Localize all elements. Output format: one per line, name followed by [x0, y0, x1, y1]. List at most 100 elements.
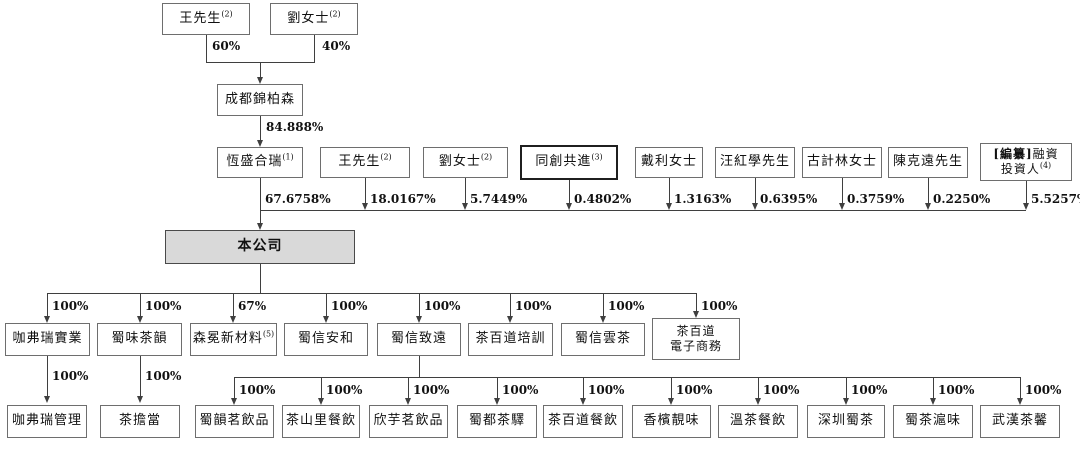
subsidiary-box-wencha-catering: 溫茶餐飲 [718, 405, 798, 438]
subsidiary-box-chadandang: 茶擔當 [100, 405, 180, 438]
connector-line [365, 178, 366, 203]
connector-arrow [256, 77, 263, 84]
ownership-pct: 67.6758% [265, 192, 331, 206]
subsidiary-box-shenzhen-shucha: 深圳蜀茶 [807, 405, 885, 438]
connector-line [47, 293, 48, 316]
ownership-pct: 100% [851, 383, 888, 397]
ownership-pct: 100% [763, 383, 800, 397]
connector-line [140, 293, 141, 316]
shareholder-box-wang-mr: 王先生(2) [320, 147, 410, 178]
connector-arrow [461, 203, 468, 210]
ownership-pct: 84.888% [266, 120, 324, 134]
connector-arrow [317, 398, 324, 405]
connector-line [321, 377, 322, 398]
connector-line [260, 62, 261, 78]
subsidiary-box-shuyun-mingyin: 蜀韻茗飲品 [195, 405, 274, 438]
subsidiary-box-kafurui-management: 咖弗瑞管理 [7, 405, 87, 438]
shareholder-box-dai-li: 戴利女士 [635, 147, 703, 178]
connector-line [47, 293, 697, 294]
connector-line [671, 377, 672, 398]
ownership-pct: 100% [1025, 383, 1062, 397]
connector-arrow [929, 398, 936, 405]
connector-line [928, 178, 929, 203]
connector-line [603, 293, 604, 316]
connector-arrow [579, 398, 586, 405]
subsidiary-box-chabaidao-training: 茶百道培訓 [468, 323, 553, 356]
ownership-pct: 100% [938, 383, 975, 397]
connector-arrow [322, 316, 329, 323]
subsidiary-box-shuxin-anhe: 蜀信安和 [284, 323, 368, 356]
connector-line [755, 178, 756, 203]
connector-arrow [565, 203, 572, 210]
subsidiary-box-xiangbin-liangwei: 香檳靚味 [632, 405, 711, 438]
ownership-pct: 100% [502, 383, 539, 397]
founder-box-liu: 劉女士(2) [270, 3, 358, 35]
connector-line [510, 293, 511, 316]
connector-arrow [1016, 398, 1023, 405]
connector-line [234, 377, 1021, 378]
ownership-pct: 18.0167% [370, 192, 436, 206]
ownership-pct: 100% [326, 383, 363, 397]
subsidiary-box-xinyuming-drinks: 欣芋茗飲品 [369, 405, 448, 438]
connector-arrow [665, 203, 672, 210]
connector-line [1026, 181, 1027, 203]
connector-line [842, 178, 843, 203]
founder-box-wang: 王先生(2) [162, 3, 250, 35]
connector-line [260, 210, 1026, 211]
shareholder-box-liu-ms: 劉女士(2) [423, 147, 508, 178]
ownership-pct: 100% [331, 299, 368, 313]
subsidiary-box-chabaidao-catering: 茶百道餐飲 [543, 405, 623, 438]
ownership-pct: 100% [413, 383, 450, 397]
ownership-pct: 100% [145, 299, 182, 313]
ownership-pct: 1.3163% [674, 192, 732, 206]
ownership-pct: 100% [52, 299, 89, 313]
connector-arrow [230, 398, 237, 405]
connector-arrow [493, 398, 500, 405]
ownership-pct: 5.7449% [470, 192, 528, 206]
connector-line [569, 180, 570, 203]
connector-line [408, 377, 409, 398]
connector-line [497, 377, 498, 398]
shareholder-box-wang-hongxue: 汪紅學先生 [715, 147, 795, 178]
connector-line [314, 35, 315, 62]
connector-line [583, 377, 584, 398]
holding-box-chengdu-jinbaisen: 成都錦柏森 [217, 84, 303, 116]
connector-line [140, 356, 141, 396]
subsidiary-box-senmian-materials: 森冕新材料(5) [190, 323, 277, 356]
connector-arrow [404, 398, 411, 405]
shareholder-box-gu-jilin: 古計林女士 [802, 147, 882, 178]
connector-arrow [924, 203, 931, 210]
connector-arrow [361, 203, 368, 210]
connector-arrow [1022, 203, 1029, 210]
connector-line [206, 35, 207, 62]
connector-line [260, 178, 261, 223]
ownership-pct: 100% [239, 383, 276, 397]
connector-line [696, 293, 697, 311]
ownership-pct: 100% [701, 299, 738, 313]
ownership-pct: 60% [212, 39, 241, 53]
shareholder-box-chen-keyuan: 陳克遠先生 [888, 147, 968, 178]
connector-line [419, 356, 420, 377]
connector-line [233, 293, 234, 316]
subsidiary-box-shuxin-zhiyuan: 蜀信致遠 [377, 323, 461, 356]
connector-arrow [229, 316, 236, 323]
subsidiary-box-shucha-huwei: 蜀茶滬味 [893, 405, 973, 438]
connector-arrow [415, 316, 422, 323]
ownership-pct: 0.2250% [933, 192, 991, 206]
shareholder-box-tongchuang-gongjin: 同創共進(3) [520, 145, 618, 180]
ownership-pct: 100% [424, 299, 461, 313]
connector-line [846, 377, 847, 398]
connector-arrow [506, 316, 513, 323]
connector-arrow [842, 398, 849, 405]
company-box: 本公司 [165, 230, 355, 264]
subsidiary-box-shudu-chayi: 蜀都茶驛 [457, 405, 537, 438]
connector-arrow [667, 398, 674, 405]
connector-line [465, 178, 466, 203]
ownership-pct: 100% [588, 383, 625, 397]
subsidiary-box-shuwei-chayun: 蜀味茶韻 [97, 323, 182, 356]
ownership-pct: 0.6395% [760, 192, 818, 206]
ownership-pct: 0.3759% [847, 192, 905, 206]
connector-line [419, 293, 420, 316]
ownership-pct: 100% [52, 369, 89, 383]
connector-arrow [751, 203, 758, 210]
